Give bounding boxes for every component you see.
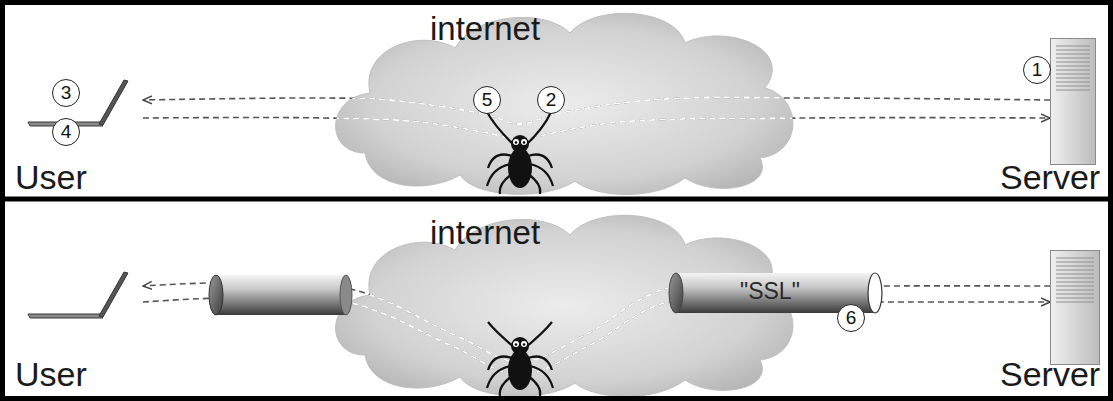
server-vent [1056,297,1094,298]
user-laptop: User [28,78,143,128]
callout-number: 5 [473,86,501,114]
internet-cloud: internet [325,3,805,195]
node-label: "SSL" [740,280,800,303]
server-vent [1056,81,1090,82]
node-label: User [15,160,87,194]
server-vent [1056,85,1090,86]
callout-number: 2 [537,86,565,114]
server-vent [1056,89,1090,90]
server-vent [1056,57,1090,58]
laptop-base [28,314,103,318]
node-label: Server [1000,357,1100,391]
internet-cloud-shape [325,3,805,195]
callout-number: 3 [52,79,80,107]
server-vent [1056,261,1094,262]
server-vent [1056,69,1090,70]
server-vent [1056,61,1090,62]
cloud-outline [336,13,793,194]
tunnel-end [669,273,683,313]
server-vent [1056,73,1090,74]
callout-number: 6 [837,304,865,332]
callout-number: 4 [52,118,80,146]
callout-number: 1 [1023,56,1051,84]
server-tower-shape [1050,38,1096,165]
server-vent [1056,49,1090,50]
node-label: User [15,357,87,391]
user-laptop: User [28,270,143,320]
laptop-screen [99,272,128,317]
server-vent [1056,45,1090,46]
server-vent [1056,285,1094,286]
server-vent [1056,77,1090,78]
tunnel-end [209,275,223,315]
server-vent [1056,269,1094,270]
node-label: internet [430,216,540,249]
server-vent [1056,281,1094,282]
server-vent [1056,273,1094,274]
server-vent [1056,289,1094,290]
server-case [1051,39,1096,165]
user-laptop-shape [28,78,143,128]
server-tower-shape [1050,250,1100,365]
node-label: internet [430,12,540,45]
ssl-tunnel-left [209,275,352,315]
tunnel-body [216,275,346,315]
server-vent [1056,257,1094,258]
tunnel-end [868,273,882,313]
server-tower: Server [1050,38,1096,165]
server-vent [1056,265,1094,266]
node-label: Server [1000,160,1100,194]
panel-divider [0,197,1113,202]
laptop-screen [99,80,128,125]
server-vent [1056,277,1094,278]
server-vent [1056,53,1090,54]
server-case [1051,251,1100,365]
server-tower: Server [1050,250,1100,365]
outer-frame [3,3,1111,399]
server-vent [1056,293,1094,294]
server-vent [1056,65,1090,66]
server-vent [1056,301,1094,302]
user-laptop-shape [28,270,143,320]
